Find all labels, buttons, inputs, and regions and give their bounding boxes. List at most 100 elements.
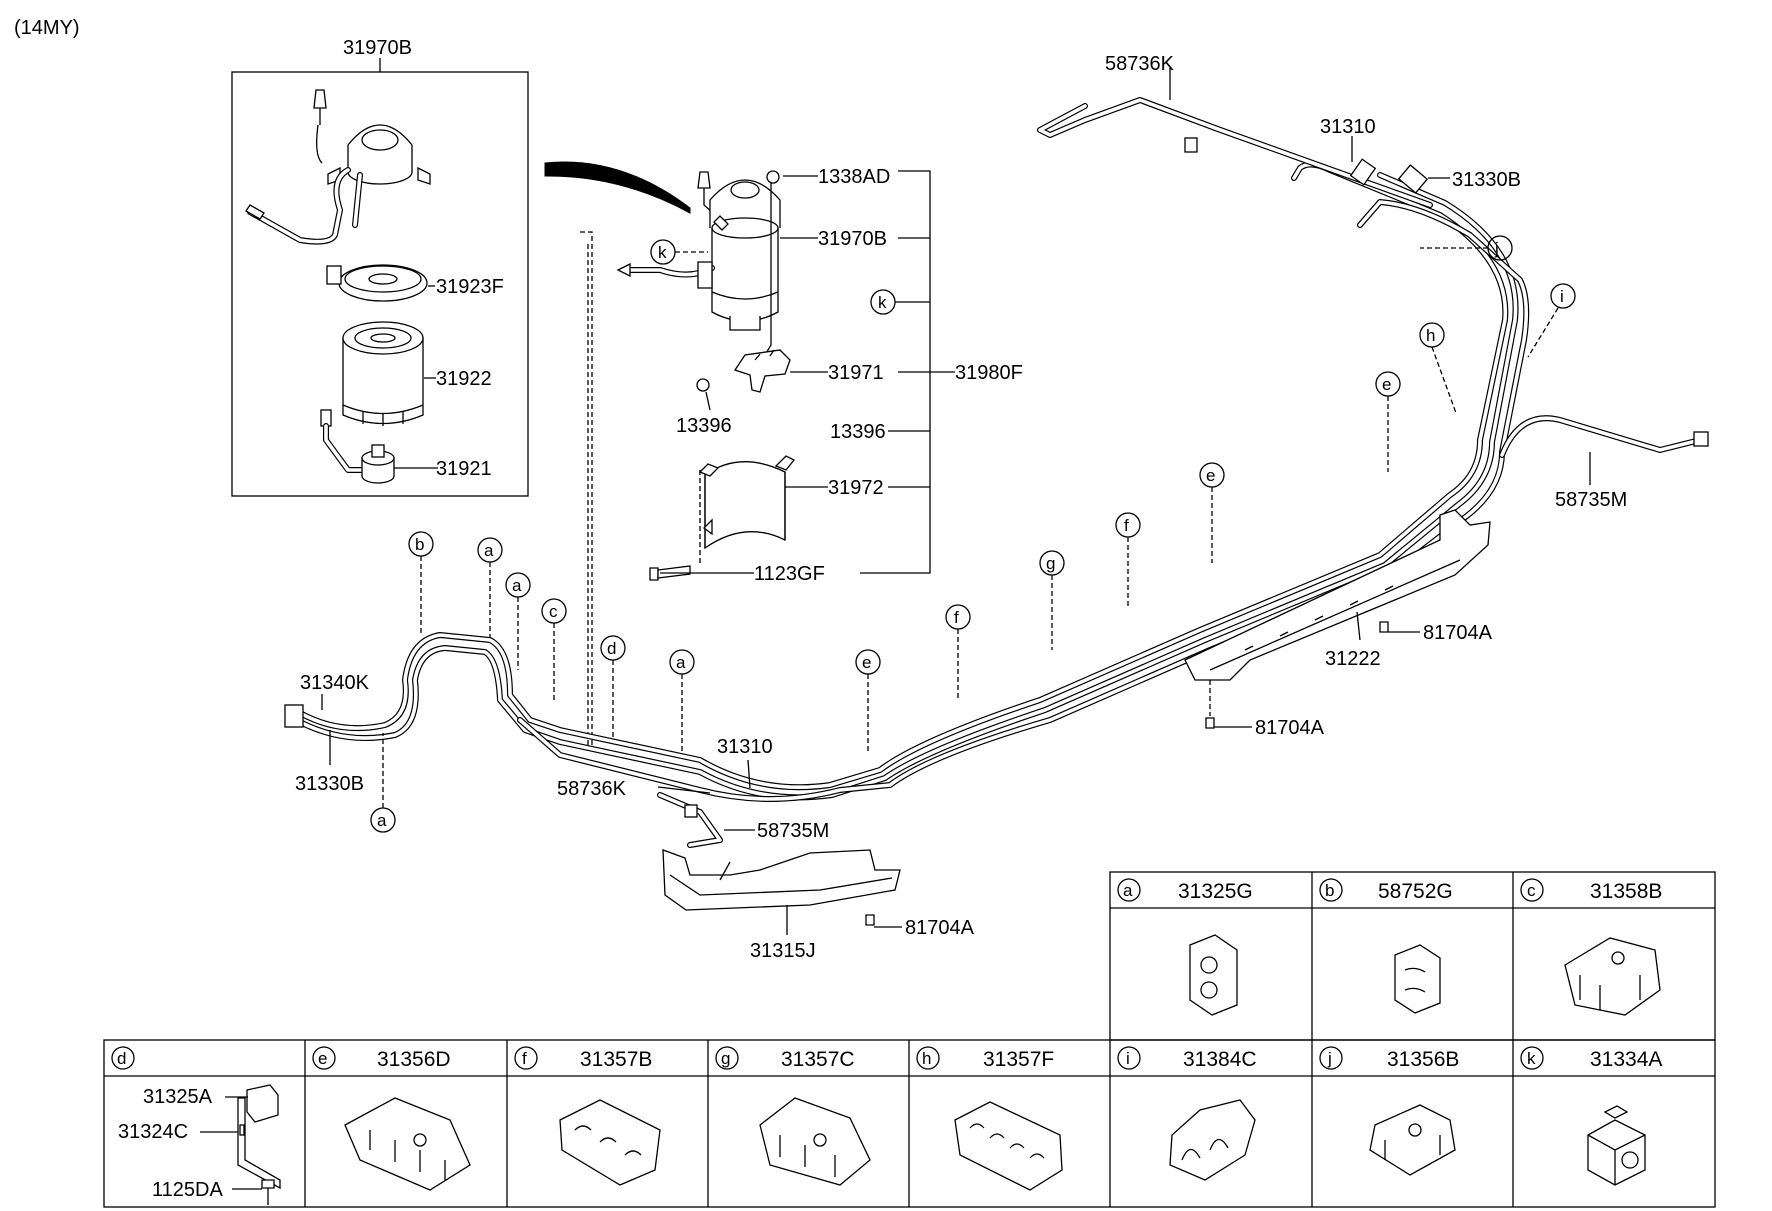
dash-leader-1 — [580, 231, 593, 748]
callout-k-letter-filter: k — [658, 243, 667, 262]
heat-shield-31315J-part — [662, 849, 901, 911]
connector-31340K — [284, 704, 304, 728]
filter-cartridge-31922-part — [342, 321, 424, 426]
callout-13396-a: 13396 — [676, 415, 732, 437]
legend-part-31358B: 31358B — [1590, 880, 1662, 903]
callout-f-2: f — [954, 608, 959, 627]
nut-13396-part — [696, 378, 710, 392]
legend-cell-g: g 31357C — [715, 1046, 871, 1186]
callout-c: c — [549, 602, 558, 621]
legend-letter-j: j — [1327, 1049, 1332, 1068]
callout-31980F: 31980F — [955, 362, 1023, 384]
callout-a-1: a — [484, 541, 494, 560]
callout-a-3: a — [377, 811, 387, 830]
callout-e-2: e — [1206, 466, 1215, 485]
legend-d-1125DA: 1125DA — [152, 1179, 223, 1201]
pointer-arrow — [544, 161, 691, 214]
connector-31310-top — [1349, 158, 1377, 186]
callout-d: d — [607, 639, 616, 658]
filter-head-part — [245, 89, 431, 245]
legend-cell-k: k 31334A — [1520, 1046, 1662, 1186]
callout-31971: 31971 — [828, 362, 884, 384]
callout-31310-mid: 31310 — [717, 736, 773, 758]
callout-81704A-1: 81704A — [1423, 622, 1493, 644]
connector-58735M-mid — [684, 804, 698, 818]
callout-j: j — [1494, 239, 1499, 258]
callout-a-4: a — [676, 653, 686, 672]
legend-part-31357C: 31357C — [781, 1048, 855, 1071]
legend-part-31325G: 31325G — [1178, 880, 1253, 903]
callout-e-1: e — [1382, 375, 1391, 394]
legend-part-58752G: 58752G — [1378, 880, 1453, 903]
legend-cell-a: a 31325G — [1117, 878, 1253, 1016]
callout-31970B-inset: 31970B — [343, 37, 412, 59]
legend-letter-f: f — [522, 1049, 527, 1068]
legend-part-31357B: 31357B — [580, 1048, 652, 1071]
callout-58736K-top: 58736K — [1105, 53, 1175, 75]
bolt-81704A-1 — [1379, 621, 1389, 633]
drain-31921-part — [320, 409, 395, 484]
callout-k-letter-group: k — [878, 293, 887, 312]
legend-cell-h: h 31357F — [916, 1046, 1063, 1191]
model-year-note: (14MY) — [14, 17, 80, 39]
callout-31310-top: 31310 — [1320, 116, 1376, 138]
callout-31970B: 31970B — [818, 228, 887, 250]
pipe-letter-callouts: j i h e e f g f e a d c a a b a — [370, 235, 1576, 833]
callout-1123GF: 1123GF — [754, 563, 825, 585]
callout-1338AD: 1338AD — [818, 166, 890, 188]
callout-e-3: e — [862, 653, 871, 672]
callout-81704A-2: 81704A — [1255, 717, 1325, 739]
callout-31330B-left: 31330B — [295, 773, 364, 795]
bolt-81704A-3 — [865, 914, 875, 926]
legend-d-31325A: 31325A — [143, 1086, 213, 1108]
seal-31923F-part — [326, 264, 428, 302]
legend-letter-b: b — [1325, 881, 1334, 900]
legend-part-31356D: 31356D — [377, 1048, 451, 1071]
nut-1338AD-part — [766, 170, 780, 184]
callout-58736K-mid: 58736K — [557, 778, 627, 800]
legend-cell-j: j 31356B — [1319, 1046, 1459, 1176]
callout-31972: 31972 — [828, 477, 884, 499]
callout-31315J: 31315J — [750, 940, 816, 962]
connector-58736K-top — [1184, 137, 1198, 153]
filter-exploded-inset: 31970B 31923F — [231, 37, 529, 497]
legend-cell-c: c 31358B — [1520, 878, 1662, 1016]
connector-31330B-top — [1397, 164, 1429, 194]
bracket-31971-part — [733, 349, 791, 393]
bolt-1123GF-part — [649, 565, 691, 581]
bolt-81704A-2 — [1205, 717, 1215, 729]
callout-g: g — [1046, 554, 1055, 573]
callout-31921: 31921 — [436, 458, 492, 480]
legend-part-31384C: 31384C — [1183, 1048, 1257, 1071]
callout-31922: 31922 — [436, 368, 492, 390]
callout-k-circle-group — [870, 289, 896, 315]
legend-letter-g: g — [721, 1049, 730, 1068]
callout-i: i — [1560, 287, 1564, 306]
callout-a-2: a — [512, 576, 522, 595]
legend-d-31324C: 31324C — [118, 1121, 188, 1143]
callout-81704A-3: 81704A — [905, 917, 975, 939]
callout-58735M-right: 58735M — [1555, 489, 1627, 511]
legend-letter-a: a — [1123, 881, 1133, 900]
legend-cell-b: b 58752G — [1319, 878, 1453, 1014]
legend-part-31357F: 31357F — [983, 1048, 1054, 1071]
callout-58735M-mid: 58735M — [757, 820, 829, 842]
legend-cell-f: f 31357B — [514, 1046, 661, 1186]
legend-cell-e: e 31356D — [312, 1046, 471, 1191]
callout-f-1: f — [1124, 516, 1129, 535]
callout-h: h — [1426, 326, 1435, 345]
callout-31222: 31222 — [1325, 648, 1381, 670]
heat-shield-31222-part — [1184, 509, 1491, 681]
callout-31340K: 31340K — [300, 672, 370, 694]
fuel-filter-assembly — [616, 171, 781, 331]
legend-part-31334A: 31334A — [1590, 1048, 1662, 1071]
connector-58735M-right — [1693, 431, 1709, 447]
legend-table-bottom: d 31325A 31324C 1125DA e 31356D f 31357B — [103, 1039, 1716, 1208]
main-fuel-pipes — [297, 97, 1703, 848]
legend-letter-d: d — [117, 1049, 126, 1068]
legend-cell-d: d 31325A 31324C 1125DA — [111, 1046, 281, 1205]
legend-letter-k: k — [1527, 1049, 1536, 1068]
callout-31330B-top: 31330B — [1452, 169, 1521, 191]
legend-letter-e: e — [318, 1049, 327, 1068]
